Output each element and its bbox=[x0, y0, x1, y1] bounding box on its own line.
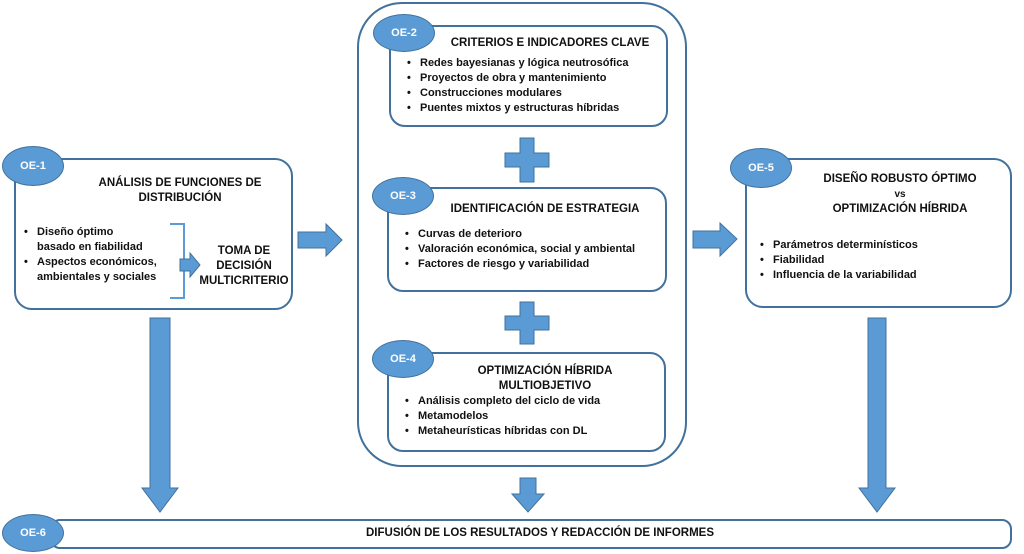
decision-line2: DECISIÓN bbox=[216, 260, 272, 272]
arrow-down-icon bbox=[141, 317, 179, 513]
arrow-right-icon bbox=[297, 222, 343, 258]
plus-icon bbox=[504, 301, 550, 345]
oe4-bullet-list: Análisis completo del ciclo de vida Meta… bbox=[403, 394, 663, 439]
oe5-box bbox=[745, 158, 1012, 308]
oe6-badge: OE-6 bbox=[2, 514, 64, 552]
oe2-bullet: Puentes mixtos y estructuras híbridas bbox=[405, 101, 665, 116]
oe2-bullet: Construcciones modulares bbox=[405, 86, 665, 101]
oe2-bullet: Proyectos de obra y mantenimiento bbox=[405, 71, 665, 86]
arrow-right-icon bbox=[692, 221, 738, 258]
oe5-bullet: Influencia de la variabilidad bbox=[758, 268, 998, 283]
decision-line1: TOMA DE bbox=[217, 245, 271, 257]
oe1-title-line2: DISTRIBUCIÓN bbox=[138, 192, 222, 204]
oe3-bullet-list: Curvas de deterioro Valoración económica… bbox=[403, 227, 663, 272]
oe5-bullet: Parámetros determinísticos bbox=[758, 238, 998, 253]
oe5-title-line3: OPTIMIZACIÓN HÍBRIDA bbox=[832, 203, 968, 215]
oe3-bullet: Factores de riesgo y variabilidad bbox=[403, 257, 663, 272]
oe5-badge: OE-5 bbox=[730, 148, 792, 188]
oe4-bullet: Metamodelos bbox=[403, 409, 663, 424]
decision-line3: MULTICRITERIO bbox=[199, 275, 289, 287]
oe5-title-line1: DISEÑO ROBUSTO ÓPTIMO bbox=[823, 173, 977, 185]
oe6-box bbox=[50, 519, 1012, 549]
oe2-badge: OE-2 bbox=[373, 14, 435, 52]
arrow-down-icon bbox=[510, 477, 546, 513]
oe1-title: ANÁLISIS DE FUNCIONES DE DISTRIBUCIÓN bbox=[80, 176, 280, 206]
oe1-bullet-2: Aspectos económicos,ambientales y social… bbox=[22, 255, 182, 285]
oe4-title-line1: OPTIMIZACIÓN HÍBRIDA bbox=[477, 365, 613, 377]
oe5-title-line2: vs bbox=[894, 189, 906, 200]
oe1-decision-label: TOMA DE DECISIÓN MULTICRITERIO bbox=[196, 244, 292, 289]
oe3-title: IDENTIFICACIÓN DE ESTRATEGIA bbox=[450, 203, 640, 215]
oe5-bullet: Fiabilidad bbox=[758, 253, 998, 268]
arrow-down-icon bbox=[858, 317, 896, 513]
plus-icon bbox=[504, 137, 550, 183]
oe2-bullet: Redes bayesianas y lógica neutrosófica bbox=[405, 56, 665, 71]
oe5-bullet-list: Parámetros determinísticos Fiabilidad In… bbox=[758, 238, 998, 283]
oe2-bullet-list: Redes bayesianas y lógica neutrosófica P… bbox=[405, 56, 665, 116]
oe3-bullet: Valoración económica, social y ambiental bbox=[403, 242, 663, 257]
oe3-bullet: Curvas de deterioro bbox=[403, 227, 663, 242]
oe4-badge: OE-4 bbox=[372, 340, 434, 378]
oe4-title: OPTIMIZACIÓN HÍBRIDA MULTIOBJETIVO bbox=[460, 364, 630, 394]
oe2-title: CRITERIOS E INDICADORES CLAVE bbox=[450, 37, 650, 49]
oe4-title-line2: MULTIOBJETIVO bbox=[498, 380, 592, 392]
oe1-badge: OE-1 bbox=[2, 146, 64, 186]
oe4-bullet: Metaheurísticas híbridas con DL bbox=[403, 424, 663, 439]
oe6-title: DIFUSIÓN DE LOS RESULTADOS Y REDACCIÓN D… bbox=[365, 527, 714, 539]
oe3-badge: OE-3 bbox=[372, 177, 434, 215]
oe4-bullet: Análisis completo del ciclo de vida bbox=[403, 394, 663, 409]
oe1-small-arrow-right-icon bbox=[179, 251, 201, 279]
oe5-title: DISEÑO ROBUSTO ÓPTIMO vs OPTIMIZACIÓN HÍ… bbox=[800, 172, 1000, 217]
oe1-title-line1: ANÁLISIS DE FUNCIONES DE bbox=[98, 177, 262, 189]
